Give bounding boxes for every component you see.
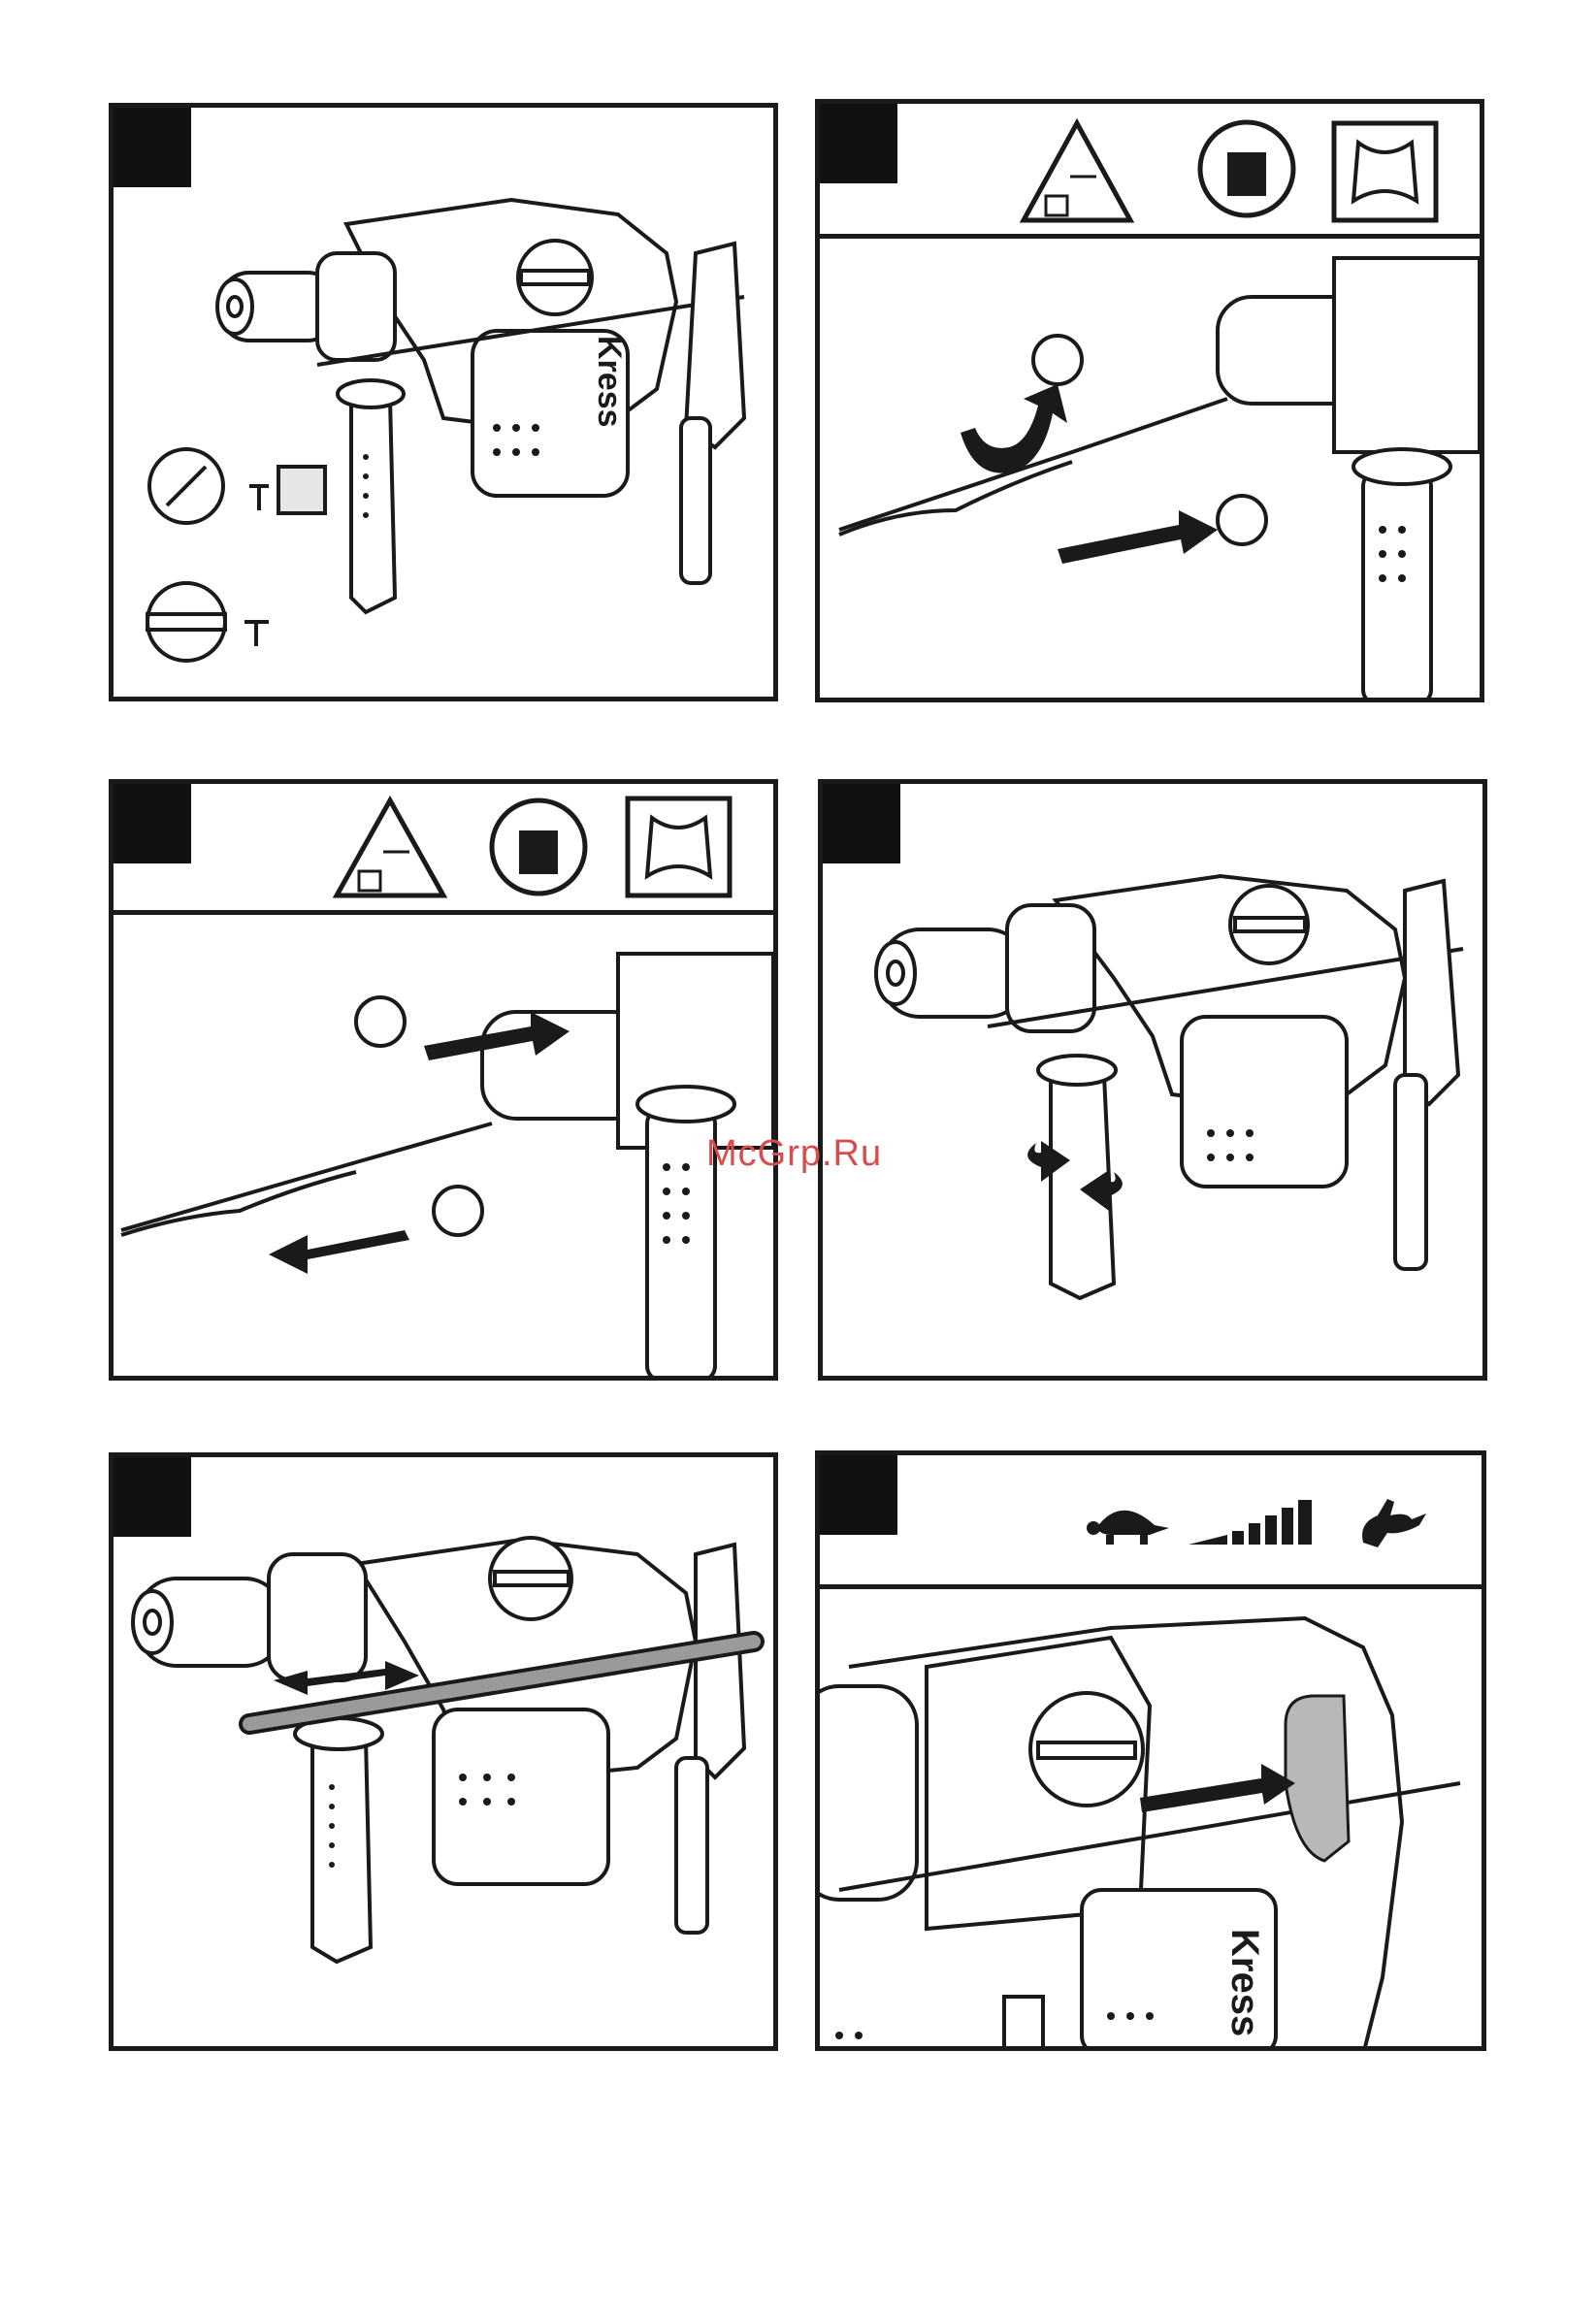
trigger-illustration: Kress xyxy=(820,1589,1482,2051)
panel-2 xyxy=(815,99,1484,702)
unplug-warning-icon xyxy=(337,800,443,895)
unplug-warning-icon xyxy=(1024,123,1130,220)
turtle-icon xyxy=(1087,1511,1169,1545)
speed-header-icons xyxy=(820,1455,1482,1584)
gloves-icon xyxy=(492,800,585,894)
bit-insertion-illustration xyxy=(820,239,1480,702)
panel-1: Kress xyxy=(109,103,778,701)
brand-label: Kress xyxy=(1223,1929,1266,2036)
gloves-icon xyxy=(1200,122,1293,215)
header-icons xyxy=(820,104,1480,234)
step-number-tab xyxy=(114,108,191,187)
panel-3 xyxy=(109,779,778,1381)
rotary-hammer-illustration: Kress xyxy=(114,108,773,697)
leather-symbol-icon xyxy=(1334,123,1436,220)
step-number-tab xyxy=(114,1457,191,1537)
panel-5 xyxy=(109,1452,778,2051)
leather-symbol-icon xyxy=(628,798,730,895)
bit-removal-illustration xyxy=(114,915,773,1381)
side-handle-illustration xyxy=(823,784,1482,1376)
speed-bars-icon xyxy=(1189,1500,1312,1545)
panel-4 xyxy=(818,779,1487,1381)
panel-6: Kress xyxy=(815,1450,1486,2051)
rabbit-icon xyxy=(1362,1499,1426,1547)
depth-stop-illustration xyxy=(114,1457,773,2046)
header-icons xyxy=(114,784,773,910)
watermark-text: McGrp.Ru xyxy=(706,1133,882,1175)
brand-label: Kress xyxy=(591,336,628,428)
step-number-tab xyxy=(823,784,900,863)
